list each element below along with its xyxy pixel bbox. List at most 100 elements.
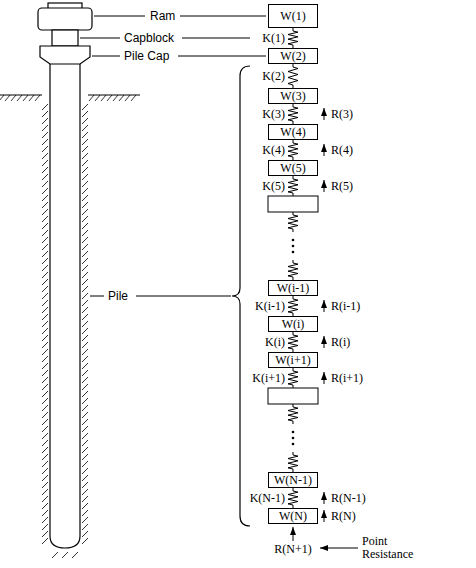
part-name: Ram — [150, 9, 175, 23]
soil-hatch — [82, 412, 88, 418]
soil-hatch — [42, 440, 48, 446]
soil-hatch — [62, 552, 68, 558]
soil-hatch — [82, 300, 88, 306]
resistance-arrow — [293, 527, 294, 541]
soil-hatch — [82, 209, 88, 215]
spring-symbol — [288, 488, 298, 508]
soil-hatch — [42, 188, 48, 194]
soil-hatch — [82, 279, 88, 285]
model-label: R(N) — [331, 509, 356, 523]
ground-line — [88, 94, 140, 95]
mass-box: W(5) — [268, 160, 318, 176]
soil-hatch — [42, 349, 48, 355]
soil-hatch — [82, 440, 88, 446]
soil-hatch — [42, 251, 48, 257]
soil-hatch — [42, 125, 48, 131]
soil-hatch — [82, 489, 88, 495]
soil-hatch — [42, 517, 48, 523]
soil-hatch — [82, 195, 88, 201]
mass-label: W(1) — [280, 9, 305, 23]
soil-hatch — [82, 286, 88, 292]
leader-line — [178, 56, 266, 57]
soil-hatch — [82, 370, 88, 376]
soil-hatch — [82, 524, 88, 530]
model-label: K(i+1) — [252, 371, 285, 385]
ellipsis-dot — [292, 245, 295, 248]
pile-bracket — [232, 66, 250, 526]
soil-hatch — [42, 265, 48, 271]
leader-line — [136, 296, 231, 297]
soil-hatch — [82, 265, 88, 271]
soil-hatch — [42, 419, 48, 425]
soil-hatch — [82, 307, 88, 313]
soil-hatch — [42, 321, 48, 327]
part-name: Capblock — [124, 31, 174, 45]
soil-hatch — [42, 342, 48, 348]
leader-line — [94, 16, 145, 17]
soil-hatch — [42, 391, 48, 397]
leader-line — [180, 16, 266, 17]
resistance-arrow — [324, 300, 325, 312]
soil-hatch — [82, 328, 88, 334]
soil-hatch — [29, 95, 34, 101]
soil-hatch — [42, 447, 48, 453]
soil-hatch — [42, 216, 48, 222]
mass-box: W(4) — [268, 124, 318, 140]
soil-hatch — [42, 314, 48, 320]
mass-label: W(i) — [282, 317, 305, 331]
resistance-arrow — [324, 336, 325, 348]
mass-label: W(3) — [280, 89, 305, 103]
soil-hatch — [125, 95, 130, 101]
stiffness-label: K(2) — [262, 69, 285, 83]
soil-hatch — [0, 95, 4, 101]
soil-hatch — [82, 342, 88, 348]
mass-box: W(3) — [268, 88, 318, 104]
capblock-shape — [52, 30, 78, 46]
soil-hatch — [131, 95, 136, 101]
model-label: R(i) — [331, 335, 350, 349]
ellipsis-dot — [292, 437, 295, 440]
soil-hatch — [82, 202, 88, 208]
soil-hatch — [42, 286, 48, 292]
soil-hatch — [82, 237, 88, 243]
mass-box-blank — [268, 196, 318, 212]
soil-hatch — [42, 531, 48, 537]
model-label: R(4) — [331, 143, 353, 157]
model-label: R(N+1) — [274, 542, 311, 556]
soil-hatch — [42, 377, 48, 383]
soil-hatch — [17, 95, 22, 101]
soil-hatch — [5, 95, 10, 101]
soil-hatch — [42, 132, 48, 138]
soil-hatch — [42, 258, 48, 264]
soil-hatch — [95, 95, 100, 101]
model-label: R(i-1) — [331, 299, 360, 313]
stiffness-label: K(N-1) — [250, 491, 285, 505]
mass-box: W(i-1) — [268, 280, 318, 296]
soil-hatch — [42, 363, 48, 369]
soil-hatch — [42, 454, 48, 460]
mass-box: W(N-1) — [268, 472, 318, 488]
soil-hatch — [82, 503, 88, 509]
stiffness-label: K(i) — [265, 335, 285, 349]
soil-hatch — [42, 104, 48, 110]
soil-hatch — [42, 209, 48, 215]
soil-hatch — [82, 433, 88, 439]
soil-hatch — [52, 552, 58, 558]
soil-hatch — [23, 95, 28, 101]
leader-line — [182, 38, 250, 39]
soil-hatch — [82, 475, 88, 481]
soil-hatch — [82, 251, 88, 257]
soil-hatch — [82, 349, 88, 355]
mass-box: W(i) — [268, 316, 318, 332]
soil-hatch — [82, 517, 88, 523]
soil-hatch — [42, 230, 48, 236]
soil-hatch — [82, 181, 88, 187]
spring-symbol — [288, 452, 298, 472]
soil-hatch — [42, 398, 48, 404]
soil-hatch — [82, 146, 88, 152]
soil-hatch — [82, 482, 88, 488]
soil-hatch — [82, 391, 88, 397]
spring-symbol — [288, 368, 298, 388]
soil-hatch — [42, 174, 48, 180]
